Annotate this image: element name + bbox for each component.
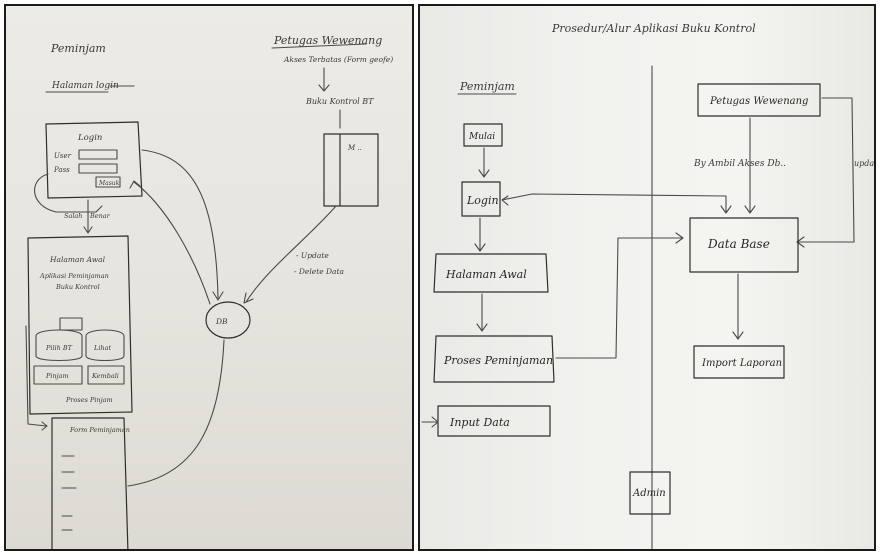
pilih-bt-label: Pilih BT (45, 344, 73, 352)
halaman-awal-label: Halaman Awal (49, 255, 106, 264)
benar-label: Benar (89, 212, 111, 220)
buku-kontrol-subtitle: Buku Kontrol (55, 283, 100, 291)
pinjam-label: Pinjam (45, 372, 69, 380)
petugas-wewenang-label: Petugas Wewenang (709, 96, 808, 107)
arrow (319, 68, 329, 91)
db-label: DB (215, 317, 228, 326)
right-sketch-photo: Prosedur/Alur Aplikasi Buku Kontrol Pemi… (418, 4, 876, 551)
arrow (479, 148, 489, 177)
proses-pinjam-label: Proses Pinjam (65, 396, 113, 404)
mulai-label: Mulai (468, 132, 495, 142)
masuk-label: Masuk (98, 180, 120, 187)
database-label: Data Base (707, 237, 770, 251)
akses-terbatas-label: Akses Terbatas (Form geofe) (283, 55, 393, 64)
petugas-wewenang-label: Petugas Wewenang (273, 34, 382, 47)
form-lines (62, 456, 76, 530)
admin-label: Admin (632, 488, 666, 499)
right-sketch-drawing: Prosedur/Alur Aplikasi Buku Kontrol Pemi… (420, 6, 876, 551)
halaman-login-label: Halaman login (51, 81, 119, 91)
halaman-awal-label: Halaman Awal (445, 268, 527, 281)
aplikasi-peminjaman-label: Aplikasi Peminjaman (39, 272, 109, 280)
salah-label: Salah (64, 212, 82, 220)
left-sketch-drawing: Peminjam Halaman login Petugas Wewenang … (6, 6, 414, 551)
update-arrow (797, 98, 854, 247)
login-title: Login (77, 133, 102, 143)
db-circle (206, 302, 250, 338)
akses-db-label: By Ambil Akses Db.. (693, 159, 786, 169)
user-label: User (54, 152, 72, 160)
user-field (79, 150, 117, 159)
flow-arrow (128, 340, 224, 486)
peminjam-label: Peminjam (50, 42, 106, 55)
logo-placeholder (60, 318, 82, 330)
update-data-label: update Data (854, 159, 876, 168)
left-sketch-photo: Peminjam Halaman login Petugas Wewenang … (4, 4, 414, 551)
buku-kontrol-label: Buku Kontrol BT (305, 97, 374, 106)
pass-field (79, 164, 117, 173)
delete-data-label: - Delete Data (294, 267, 344, 276)
update-label: - Update (296, 251, 329, 260)
arrow (422, 417, 438, 427)
input-data-label: Input Data (449, 416, 510, 429)
flow-arrow (130, 181, 210, 304)
flow-title: Prosedur/Alur Aplikasi Buku Kontrol (551, 22, 756, 35)
pass-label: Pass (53, 166, 70, 174)
arrow-head (502, 196, 508, 205)
arrow (477, 294, 487, 331)
form-peminjaman-label: Form Peminjaman (69, 426, 130, 434)
form-peminjaman-box (52, 418, 128, 551)
flow-arrow (142, 150, 223, 300)
peminjam-label: Peminjam (459, 80, 515, 93)
proses-peminjaman-label: Proses Peminjaman (443, 354, 553, 367)
arrow (733, 274, 743, 339)
lihat-label: Lihat (93, 344, 111, 352)
proses-db-arrow (556, 233, 683, 358)
import-laporan-label: Import Laporan (701, 358, 782, 369)
arrow (475, 218, 485, 251)
loop-arrow (35, 174, 102, 212)
login-label: Login (466, 194, 499, 207)
login-db-arrow (502, 194, 731, 213)
kembali-label: Kembali (91, 372, 119, 380)
petugas-panel-text: M .. (347, 144, 362, 152)
